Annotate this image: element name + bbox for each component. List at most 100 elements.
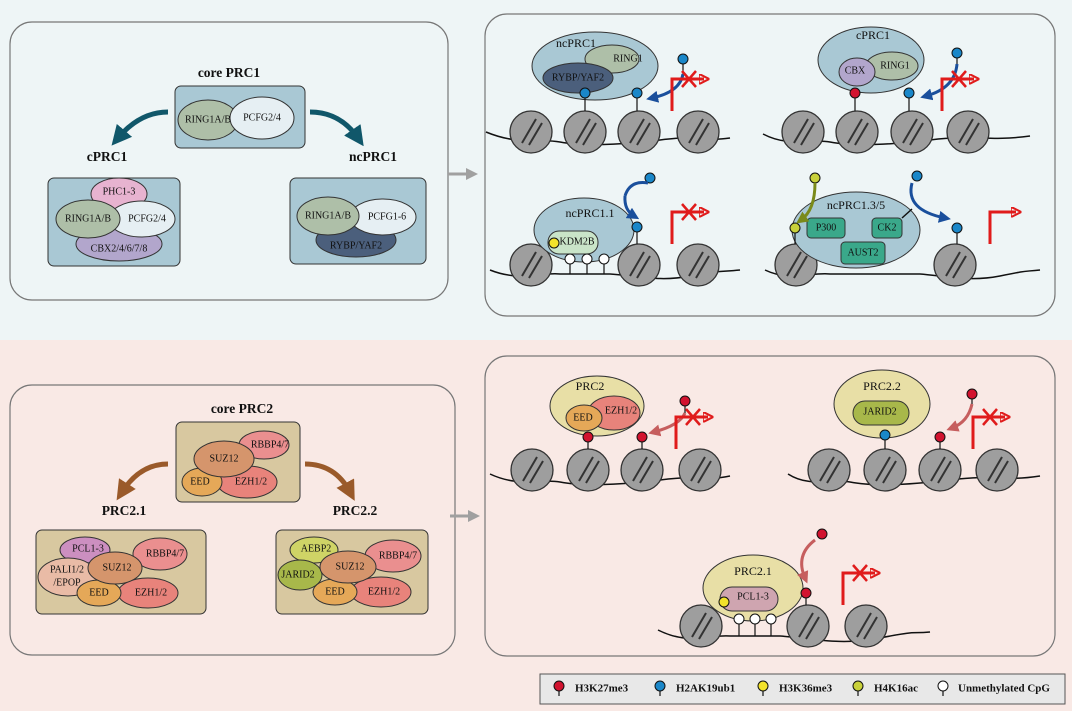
- unmethylated-cpg: [733, 613, 745, 625]
- prc2-2-rbbp-label: RBBP4/7: [379, 550, 417, 561]
- nucleosome: [781, 110, 825, 154]
- prc2-mechanism: PRC2 EED EZH1/2: [489, 375, 731, 492]
- core-suz12-label: SUZ12: [210, 453, 239, 464]
- cprc1-phc-label: PHC1-3: [103, 186, 136, 197]
- ubiquitination-arrow: [646, 73, 685, 103]
- ncprc1-ring1-node: [296, 196, 360, 236]
- h2ak19ub1-mark: [911, 170, 923, 182]
- h2ak19ub1-mark: [677, 53, 689, 65]
- prc2-assembly-panel: core PRC2 SUZ12 RBBP4/7 EED EZH1/2 PRC2.…: [9, 384, 456, 656]
- prc2-2-aebp2-label: AEBP2: [301, 543, 332, 554]
- h3k27me3-mark: [934, 431, 946, 443]
- prc2-panel-title: PRC2: [576, 379, 605, 393]
- prc2-2-suz12-label: SUZ12: [336, 561, 365, 572]
- h2ak19ub1-mark: [903, 87, 915, 99]
- h4k16ac-swatch: [852, 680, 864, 692]
- unmethylated-cpg: [765, 613, 777, 625]
- active-transcription-icon: [988, 212, 1016, 244]
- h3k36me3-mark: [548, 237, 560, 249]
- prc2-1-title: PRC2.1: [102, 503, 147, 518]
- h3k27me3-mark: [849, 87, 861, 99]
- cprc1-pcfg-label: PCFG2/4: [128, 213, 166, 224]
- ck2-node: [871, 217, 903, 239]
- h3k27me3-mark: [636, 431, 648, 443]
- h2ak19ub1-mark: [631, 87, 643, 99]
- h4k16ac-mark: [809, 172, 821, 184]
- methylation-arrow: [946, 403, 974, 432]
- nucleosome: [678, 448, 722, 492]
- unmethylated-cpg-swatch: [937, 680, 949, 692]
- nucleosome: [786, 604, 830, 648]
- ck2-label: CK2: [878, 222, 897, 233]
- eed-node: [565, 404, 603, 432]
- ncprc1-rybp-label: RYBP/YAF2: [330, 240, 382, 251]
- prc2-2-eed-label: EED: [325, 586, 344, 597]
- core-prc2-title: core PRC2: [211, 401, 274, 416]
- legend-item-h2ak19ub1: H2AK19ub1: [654, 680, 735, 696]
- ncprc1-pcfg-label: PCFG1-6: [368, 211, 406, 222]
- legend-label: H3K36me3: [779, 683, 833, 695]
- h3k27me3-mark: [966, 388, 978, 400]
- h4k16ac-mark: [789, 222, 801, 234]
- nucleosome: [510, 448, 554, 492]
- jarid2-node: [852, 400, 910, 426]
- ncprc1-mechanism: ncPRC1 RING1 RYBP/YAF2: [485, 31, 731, 154]
- nucleosome: [617, 243, 661, 287]
- nucleosome: [835, 110, 879, 154]
- jarid2-label: JARID2: [863, 406, 896, 417]
- prc2-2-jarid2-label: JARID2: [281, 569, 314, 580]
- unmethylated-cpg: [598, 253, 610, 265]
- pcl-label: PCL1-3: [737, 591, 769, 602]
- ncprc1-title: ncPRC1: [349, 149, 397, 164]
- nucleosome: [676, 243, 720, 287]
- h2ak19ub1-mark: [951, 222, 963, 234]
- nucleosome: [620, 448, 664, 492]
- prc2-1-pali-label: PALI1/2: [50, 564, 84, 575]
- core-eed-label: EED: [190, 476, 209, 487]
- core-pcfg-node: [229, 96, 295, 140]
- core-prc1-title: core PRC1: [198, 65, 261, 80]
- nucleosome: [509, 110, 553, 154]
- ck2-link: [901, 208, 913, 219]
- cbx-node: [838, 57, 876, 87]
- unmethylated-cpg: [564, 253, 576, 265]
- p300-node: [806, 217, 846, 239]
- h2ak19ub1-swatch: [654, 680, 666, 692]
- methylation-arrow: [797, 538, 816, 584]
- ubiquitination-arrow: [920, 63, 959, 101]
- cprc1-mechanism: cPRC1 CBX RING1: [762, 26, 1031, 154]
- unmethylated-cpg: [581, 253, 593, 265]
- nucleosome: [918, 448, 962, 492]
- h2ak19ub1-mark: [879, 429, 891, 441]
- prc2-1-epop-label: /EPOP: [53, 577, 81, 588]
- ncprc1-1-mechanism: ncPRC1.1 KDM2B: [489, 172, 741, 287]
- h3k27me3-mark: [582, 431, 594, 443]
- legend-label: H3K27me3: [575, 683, 629, 695]
- ubiquitination-arrow: [623, 181, 649, 197]
- cprc1-cbx-label: CBX2/4/6/7/8: [91, 243, 148, 254]
- prc2-1-panel-title: PRC2.1: [734, 564, 772, 578]
- acetylation-arrow: [796, 182, 817, 224]
- legend-item-h4k16ac: H4K16ac: [852, 680, 918, 696]
- core-pcfg-label: PCFG2/4: [243, 112, 281, 123]
- prc2-1-rbbp-label: RBBP4/7: [146, 548, 184, 559]
- prc2-1-suz12-node: [87, 551, 143, 585]
- h3k27me3-mark: [679, 395, 691, 407]
- ubiquitination-arrow: [909, 182, 951, 223]
- h3k27me3-mark: [800, 587, 812, 599]
- p300-label: P300: [816, 222, 837, 233]
- prc2-2-jarid2-node: [277, 559, 323, 591]
- aust2-label: AUST2: [847, 247, 878, 258]
- ncprc1-ring1-label: RING1A/B: [305, 210, 351, 221]
- aust2-node: [840, 241, 886, 265]
- ezh-label: EZH1/2: [605, 405, 637, 416]
- prc2-2-suz12-node: [319, 550, 377, 584]
- prc2-1-ezh-label: EZH1/2: [135, 587, 167, 598]
- nucleosome: [844, 604, 888, 648]
- ncprc1-3-5-mechanism: ncPRC1.3/5 P300 CK2 AUST2: [764, 170, 1041, 287]
- h3k27me3-mark: [816, 528, 828, 540]
- cprc1-title: cPRC1: [87, 149, 128, 164]
- cprc1-ring1-label: RING1A/B: [65, 213, 111, 224]
- nucleosome: [676, 110, 720, 154]
